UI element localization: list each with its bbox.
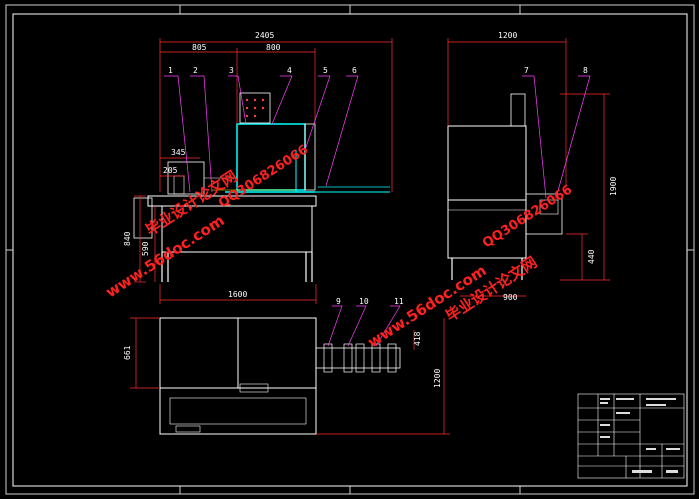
title-block-fill — [600, 398, 680, 473]
part-label-1: 1 — [168, 66, 173, 75]
dim-345: 345 — [171, 148, 186, 157]
part-label-4: 4 — [287, 66, 292, 75]
dim-805: 805 — [192, 43, 207, 52]
dim-900: 900 — [503, 293, 518, 302]
dim-205: 205 — [163, 166, 178, 175]
part-label-5: 5 — [323, 66, 328, 75]
part-label-10: 10 — [359, 297, 369, 306]
dim-side-1200: 1200 — [498, 31, 517, 40]
part-label-3: 3 — [229, 66, 234, 75]
dim-plan-1200: 1200 — [433, 369, 442, 388]
part-label-6: 6 — [352, 66, 357, 75]
plan-view: 661 418 1200 9 10 11 — [123, 297, 450, 435]
part-label-2: 2 — [193, 66, 198, 75]
drawing-frame — [5, 4, 695, 495]
dim-1600: 1600 — [228, 290, 247, 299]
front-view: 2405 805 800 345 205 840 590 1600 1 2 3 … — [123, 31, 393, 304]
part-label-9: 9 — [336, 297, 341, 306]
dim-590: 590 — [141, 241, 150, 256]
dim-1900: 1900 — [609, 177, 618, 196]
dim-840: 840 — [123, 231, 132, 246]
title-block — [577, 393, 685, 479]
part-label-7: 7 — [524, 66, 529, 75]
watermark-qq-2: QQ306826066 — [480, 182, 575, 251]
part-label-11: 11 — [394, 297, 404, 306]
dim-418: 418 — [413, 331, 422, 346]
part-label-8: 8 — [583, 66, 588, 75]
dim-440: 440 — [587, 249, 596, 264]
dim-800: 800 — [266, 43, 281, 52]
dim-2405: 2405 — [255, 31, 274, 40]
side-view: 1200 1900 440 900 7 8 — [447, 31, 618, 302]
dim-661: 661 — [123, 345, 132, 360]
